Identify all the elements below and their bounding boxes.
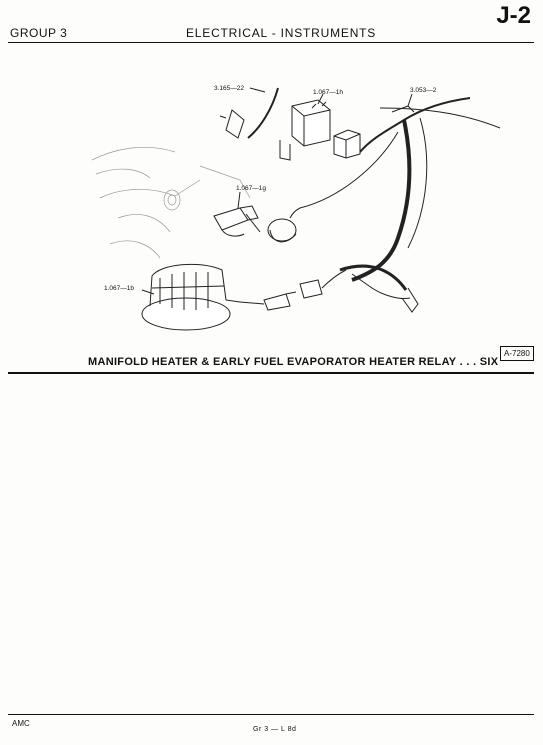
parts-illustration: 3.165—22 1.067—1h 3.053—2 1.067—1g 1.067… — [91, 85, 501, 331]
section-rule — [8, 372, 534, 374]
callout-3-053-2: 3.053—2 — [410, 87, 437, 94]
page-id: J-2 — [496, 2, 531, 29]
callout-1-067-1h: 1.067—1h — [313, 89, 343, 96]
callout-1-067-1g: 1.067—1g — [236, 185, 266, 192]
section-title: ELECTRICAL - INSTRUMENTS — [186, 26, 377, 40]
group-label: GROUP 3 — [10, 26, 68, 40]
footer-rule — [8, 714, 534, 715]
figure-id: A-7280 — [500, 346, 534, 361]
callout-1-067-1b: 1.067—1b — [104, 285, 134, 292]
callout-3-165-22: 3.165—22 — [214, 85, 244, 92]
header-rule — [8, 42, 534, 43]
figure-caption: MANIFOLD HEATER & EARLY FUEL EVAPORATOR … — [88, 356, 499, 368]
footer-page-ref: Gr 3 — L 8d — [253, 726, 297, 733]
footer-brand: AMC — [12, 719, 30, 728]
